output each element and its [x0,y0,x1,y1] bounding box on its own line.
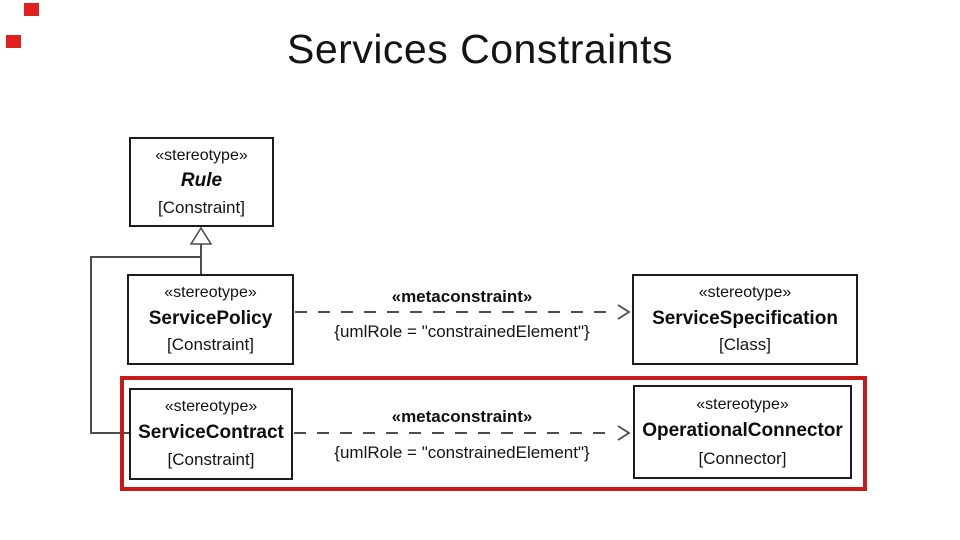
page-title: Services Constraints [287,26,673,72]
metaconstraint-label: «metaconstraint» [391,407,533,426]
metaconstraint-dashed-line [294,432,612,434]
class-name: ServiceSpecification [652,307,838,329]
stereotype-keyword: «stereotype» [155,146,248,164]
red-square-decoration-icon [24,3,39,16]
uml-class-servicecontract: «stereotype» ServiceContract [Constraint… [129,388,293,480]
stereotype-keyword: «stereotype» [164,398,258,415]
umlrole-constraint-label: {umlRole = "constrainedElement"} [334,443,590,462]
metaclass-label: [Constraint] [158,197,245,217]
generalization-line [200,244,202,274]
red-square-decoration-icon [6,35,21,48]
metaconstraint-dashed-line [295,311,612,313]
stereotype-keyword: «stereotype» [696,395,789,413]
class-name: ServicePolicy [148,307,273,329]
uml-class-operationalconnector: «stereotype» OperationalConnector [Conne… [633,385,852,479]
arrowhead-icon [617,304,631,320]
generalization-triangle-icon [190,227,212,245]
class-name: Rule [180,170,223,191]
metaclass-label: [Constraint] [167,450,255,469]
uml-class-rule: «stereotype» Rule [Constraint] [129,137,274,227]
umlrole-constraint-label: {umlRole = "constrainedElement"} [334,322,590,341]
highlight-rectangle [120,376,867,491]
generalization-loop-line [90,256,92,434]
stereotype-keyword: «stereotype» [698,283,792,301]
generalization-loop-line [90,256,201,258]
metaclass-label: [Constraint] [167,335,254,355]
class-name: ServiceContract [138,422,284,443]
metaconstraint-label: «metaconstraint» [391,287,533,306]
uml-class-servicespecification: «stereotype» ServiceSpecification [Class… [632,274,858,365]
generalization-loop-line [90,432,130,434]
metaclass-label: [Class] [719,335,771,355]
arrowhead-icon [617,425,631,441]
stereotype-keyword: «stereotype» [164,283,257,301]
class-name: OperationalConnector [642,420,843,441]
metaclass-label: [Connector] [698,448,787,468]
uml-class-servicepolicy: «stereotype» ServicePolicy [Constraint] [127,274,294,365]
